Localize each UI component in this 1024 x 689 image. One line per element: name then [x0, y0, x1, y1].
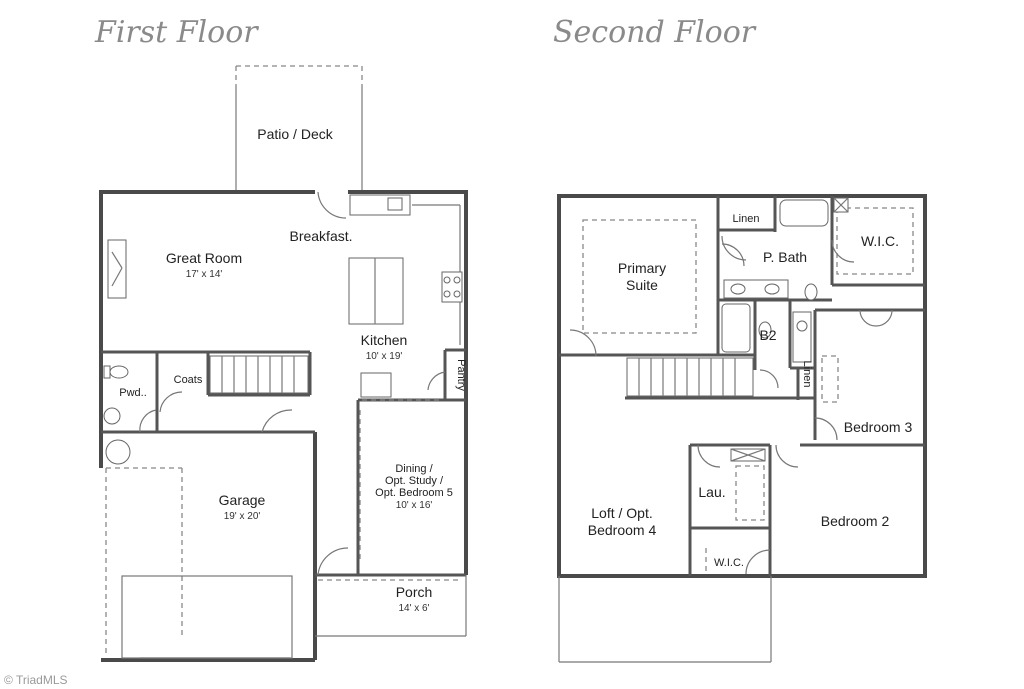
- second-floor-plan: Primary Suite Linen P. Bath W.I.C. B2 Li…: [557, 194, 927, 663]
- bedroom-2-label: Bedroom 2: [821, 513, 890, 529]
- pantry-label: Pantry: [455, 359, 467, 391]
- first-floor-exterior-walls: [99, 190, 468, 662]
- garage-label: Garage: [219, 492, 266, 508]
- wic-top-label: W.I.C.: [861, 233, 899, 249]
- patio-label: Patio / Deck: [257, 126, 333, 142]
- great-room-label: Great Room: [166, 250, 242, 266]
- primary-suite-label-line2: Suite: [626, 277, 658, 293]
- bathtub-icon: [779, 199, 829, 227]
- powder-room-label: Pwd..: [119, 387, 147, 399]
- first-floor-title: First Floor: [94, 15, 259, 50]
- refrigerator-icon: [360, 372, 392, 398]
- sink-icon: [103, 407, 121, 425]
- toilet-icon: [804, 283, 818, 301]
- dining-label-line3: Opt. Bedroom 5: [375, 487, 453, 499]
- laundry-label: Lau.: [698, 484, 725, 500]
- garage-dimensions: 19' x 20': [224, 511, 261, 522]
- second-floor-doors: [569, 235, 893, 575]
- first-floor-stairs: [209, 355, 309, 394]
- wic-shelving: [836, 207, 914, 275]
- primary-bath-label: P. Bath: [763, 249, 807, 265]
- loft-label-line2: Bedroom 4: [588, 522, 657, 538]
- primary-suite-tray-ceiling: [582, 219, 697, 334]
- kitchen-label: Kitchen: [361, 332, 408, 348]
- first-floor-doors: [139, 191, 446, 576]
- porch-label: Porch: [396, 584, 433, 600]
- first-floor-plan: Patio / Deck Breakfast. Great Room 17' x…: [99, 65, 468, 662]
- second-floor-stairs: [626, 357, 754, 397]
- fireplace-icon: [107, 239, 127, 299]
- primary-suite-label-line1: Primary: [618, 260, 666, 276]
- kitchen-dimensions: 10' x 19': [366, 351, 403, 362]
- powder-room-fixtures: [103, 365, 131, 465]
- breakfast-label: Breakfast.: [289, 228, 352, 244]
- tub-b2-icon: [721, 303, 751, 353]
- bath-2-label: B2: [759, 327, 776, 343]
- kitchen-counters: [349, 194, 463, 398]
- dining-label-line1: Dining /: [395, 463, 433, 475]
- garage-outline: [105, 467, 293, 659]
- water-heater-icon: [105, 439, 131, 465]
- kitchen-island: [348, 257, 404, 325]
- second-floor-exterior-walls: [557, 194, 927, 578]
- watermark: © TriadMLS: [4, 673, 68, 687]
- bedroom-3-label: Bedroom 3: [844, 419, 913, 435]
- attic-access: [821, 355, 839, 403]
- dining-dimensions: 10' x 16': [396, 500, 433, 511]
- bath-fixtures: [721, 197, 849, 462]
- patio-outline: [235, 65, 363, 192]
- coats-label: Coats: [174, 374, 203, 386]
- porch-roof-outline: [558, 576, 772, 663]
- linen-top-label: Linen: [733, 213, 760, 225]
- loft-label-line1: Loft / Opt.: [591, 505, 652, 521]
- porch-dimensions: 14' x 6': [398, 603, 429, 614]
- porch-outline: [315, 575, 467, 637]
- b2-vanity-icon: [792, 311, 812, 363]
- sink-icon: [387, 197, 403, 211]
- second-floor-title: Second Floor: [553, 15, 757, 50]
- dining-label-line2: Opt. Study /: [385, 475, 444, 487]
- laundry-shelving: [735, 465, 765, 521]
- toilet-icon: [109, 365, 129, 379]
- linen-side-label: Linen: [801, 361, 813, 388]
- wic-bottom-label: W.I.C.: [714, 557, 744, 569]
- great-room-dimensions: 17' x 14': [186, 269, 223, 280]
- range-icon: [441, 271, 463, 303]
